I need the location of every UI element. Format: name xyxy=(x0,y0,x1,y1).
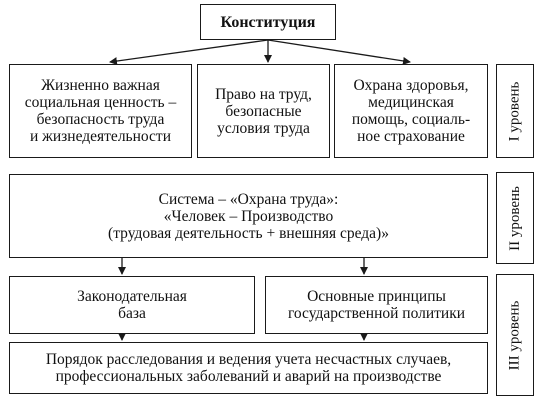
labor-protection-system-box: Система – «Охрана труда»: «Человек – Про… xyxy=(9,174,488,258)
value-of-safety-box: Жизненно важная социальная ценность – бе… xyxy=(9,64,192,158)
arrow-constitution-to-health xyxy=(267,39,411,65)
constitution-title: Конституция xyxy=(220,13,316,31)
health-protection-text: Охрана здоровья, медицинская помощь, соц… xyxy=(351,77,471,145)
constitution-box: Конституция xyxy=(200,4,336,40)
right-to-work-box: Право на труд, безопасные условия труда xyxy=(197,64,330,158)
legislation-base-box: Законодательная база xyxy=(9,276,255,334)
investigation-procedure-text: Порядок расследования и ведения учета не… xyxy=(45,351,452,385)
legislation-base-text: Законодательная база xyxy=(77,288,187,322)
level-2-label-box: II уровень xyxy=(496,172,534,264)
health-protection-box: Охрана здоровья, медицинская помощь, соц… xyxy=(334,64,488,158)
level-1-label-box: I уровень xyxy=(496,64,534,158)
arrow-constitution-to-value xyxy=(109,39,269,65)
labor-protection-system-text: Система – «Охрана труда»: «Человек – Про… xyxy=(108,190,389,242)
level-3-label-box: III уровень xyxy=(496,274,534,396)
value-of-safety-text: Жизненно важная социальная ценность – бе… xyxy=(24,77,177,145)
state-policy-principles-box: Основные принципы государственной полити… xyxy=(265,276,488,334)
right-to-work-text: Право на труд, безопасные условия труда xyxy=(215,85,312,137)
state-policy-principles-text: Основные принципы государственной полити… xyxy=(287,288,466,322)
level-2-label: II уровень xyxy=(506,185,523,251)
level-3-label: III уровень xyxy=(506,300,523,370)
level-1-label: I уровень xyxy=(506,81,523,141)
investigation-procedure-box: Порядок расследования и ведения учета не… xyxy=(9,342,488,394)
